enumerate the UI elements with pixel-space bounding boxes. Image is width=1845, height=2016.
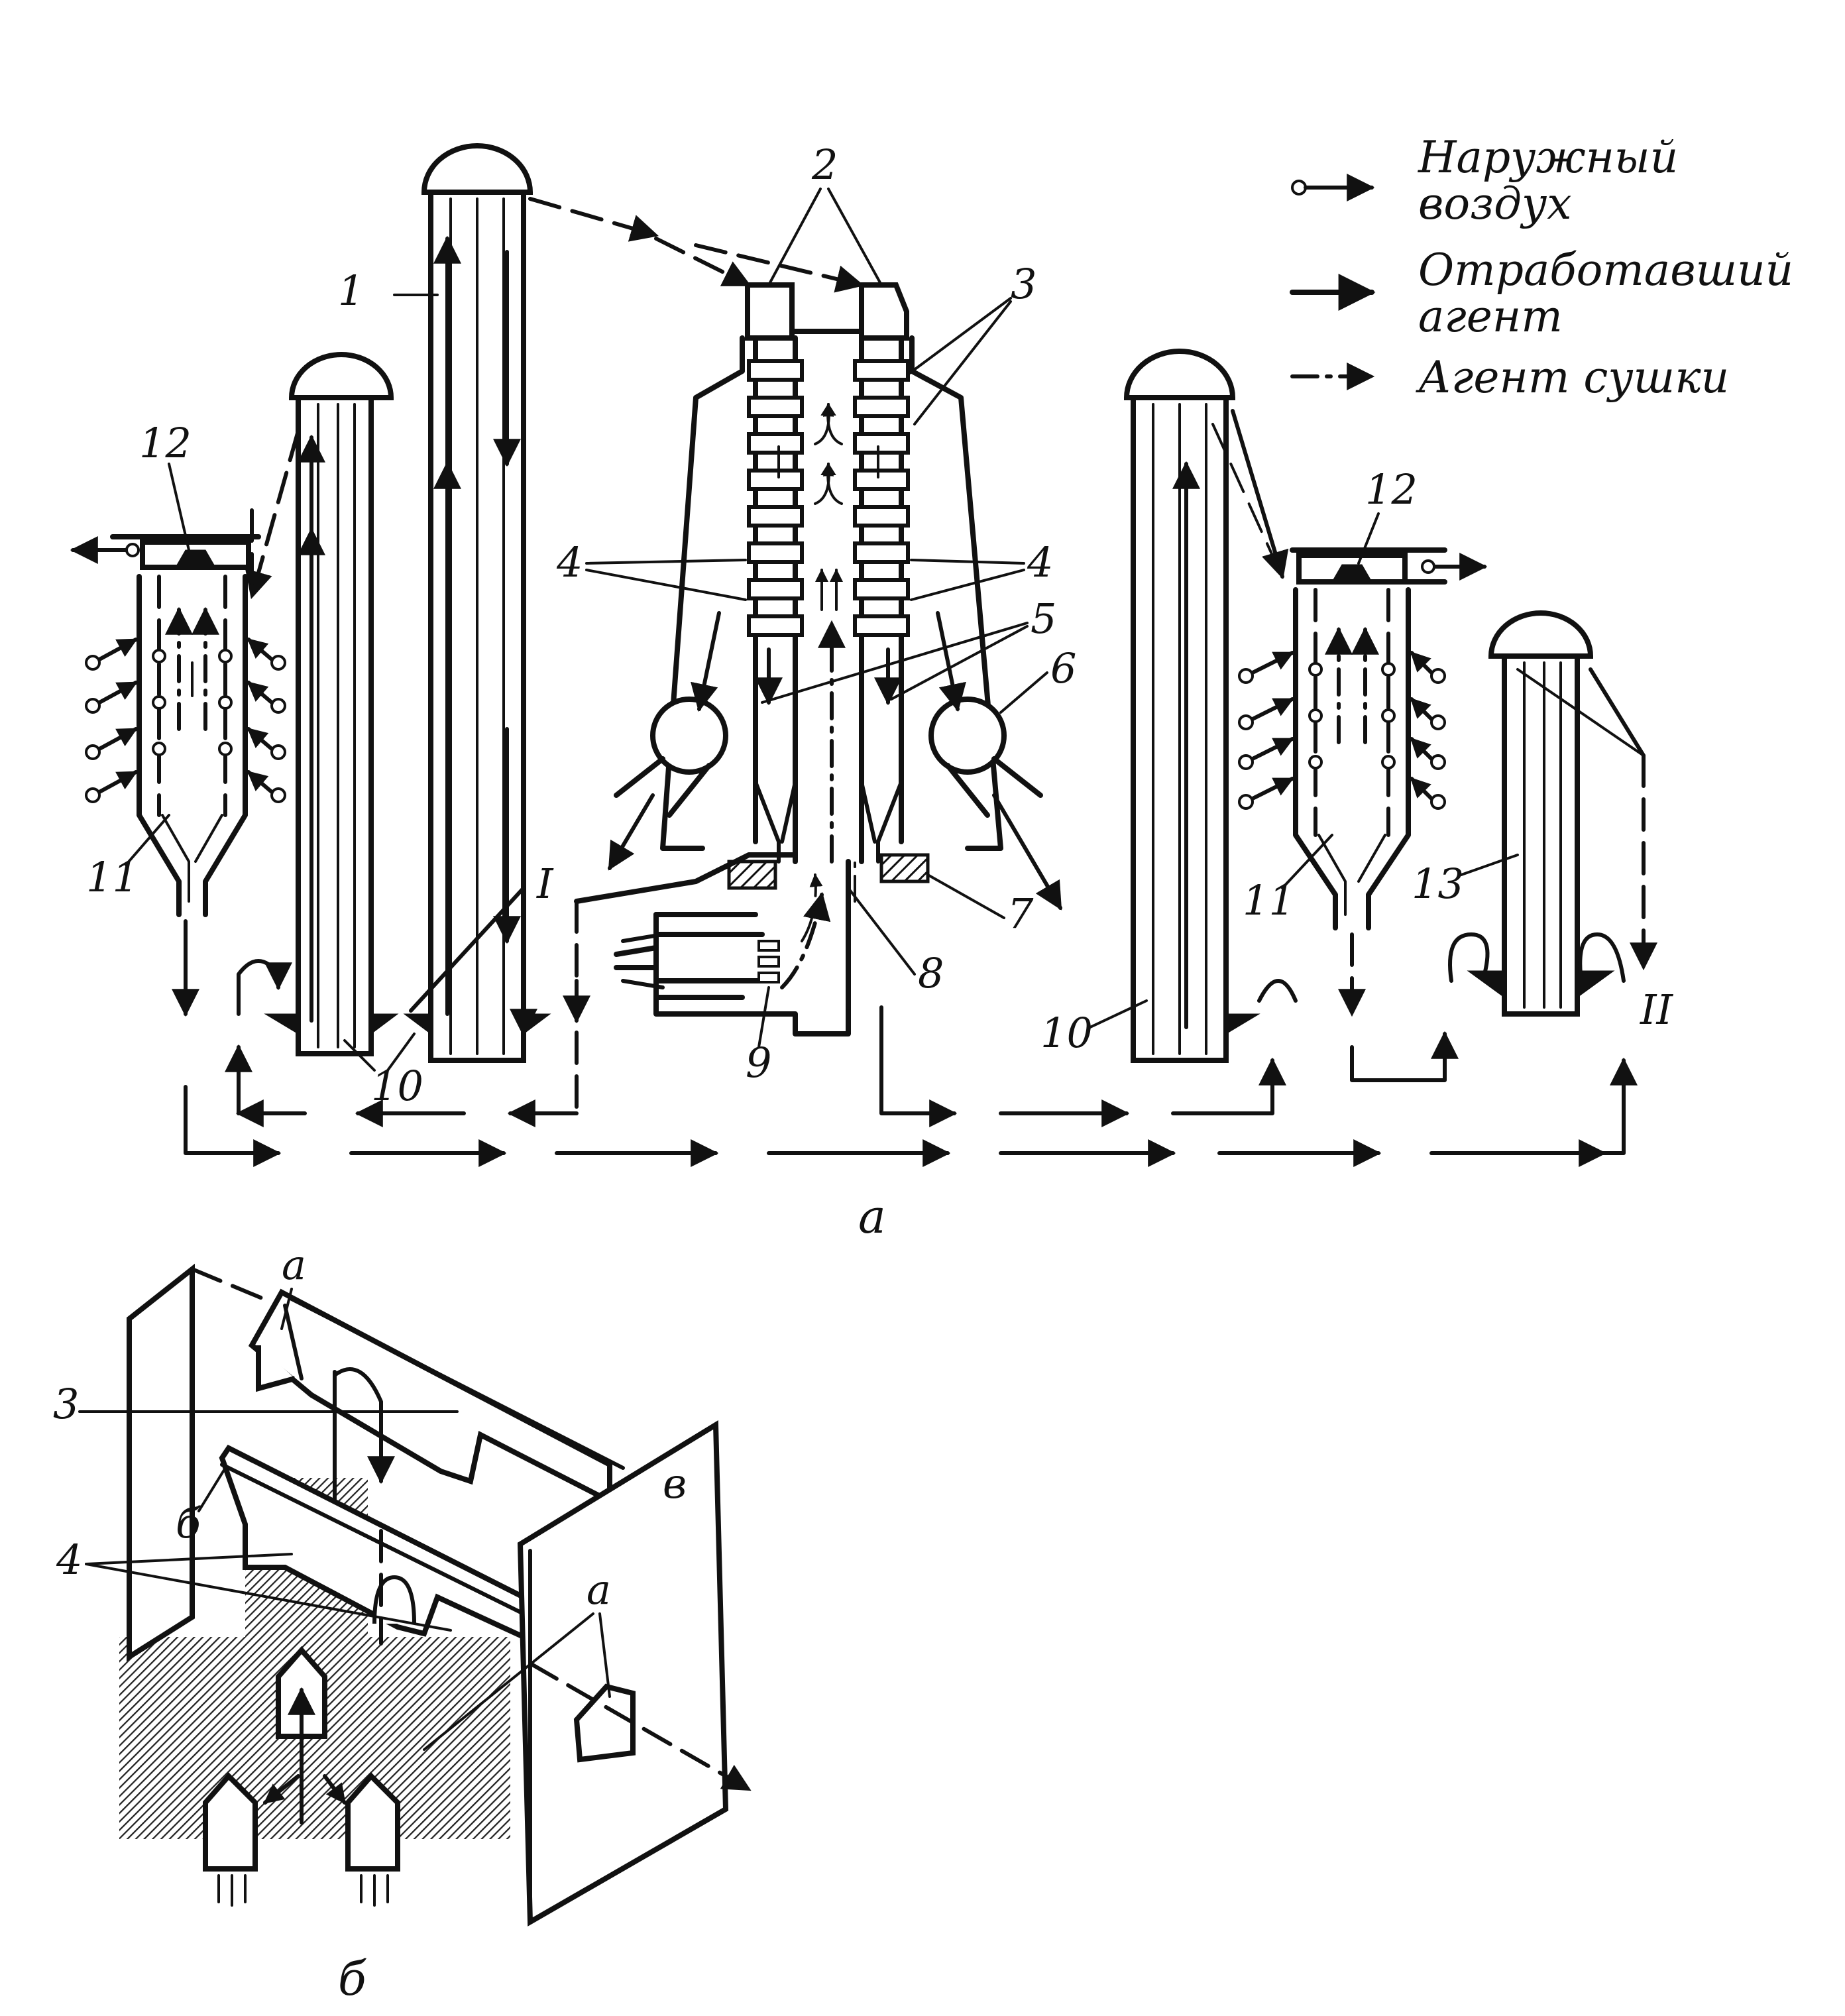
label-b-3: 3 [53,1380,79,1428]
caption-a: а [858,1190,886,1244]
label-8: 8 [918,949,944,997]
legend-outside-air: Наружный воздух [1291,132,1678,229]
left-cooler [70,429,300,1017]
label-4-left: 4 [556,538,583,587]
label-b-4: 4 [56,1536,82,1584]
label-3: 3 [1011,260,1036,308]
label-4-right: 4 [1027,538,1053,587]
label-roman-II: II [1640,985,1673,1034]
tall-noria [403,143,551,1063]
label-2: 2 [811,140,838,189]
legend-outside-air-line1: Наружный [1418,132,1678,183]
part-a-labels: 1 2 3 4 4 5 6 7 8 9 10 [86,140,1673,1244]
right-cooler [1231,409,1488,1017]
label-5: 5 [1031,594,1056,643]
label-7: 7 [1007,889,1034,938]
label-roman-I: I [536,860,554,908]
label-b-v: в [663,1459,687,1508]
legend-drying-agent-text: Агент сушки [1416,352,1729,403]
legend-spent-agent-line1: Отработавший [1418,245,1793,296]
label-b-a-right: а [587,1565,611,1614]
label-b-b: б [176,1499,201,1547]
label-10-left: 10 [371,1062,423,1110]
legend-spent-agent-line2: агент [1418,291,1563,342]
caption-b: б [338,1952,366,2006]
label-13: 13 [1412,860,1464,908]
bottom-conveyors [184,668,1645,1167]
label-12-right: 12 [1365,465,1418,514]
feed-line [528,197,1657,971]
left-noria [264,352,399,1056]
small-noria [1467,610,1615,1017]
legend-outside-air-line2: воздух [1418,178,1571,229]
legend-drying-agent: Агент сушки [1290,352,1729,403]
label-10-right: 10 [1040,1009,1093,1057]
part-a-scheme: 1 2 3 4 4 5 6 7 8 9 10 [70,140,1673,1244]
label-12-left: 12 [139,419,192,467]
right-noria [1123,349,1260,1063]
legend: Наружный воздух Отработавший агент Агент… [1290,132,1793,403]
dryer-column [574,282,1062,1036]
label-6: 6 [1050,644,1076,693]
label-b-a-top: а [282,1241,306,1289]
legend-spent-agent: Отработавший агент [1290,245,1793,342]
label-1: 1 [338,266,364,315]
part-b-detail: а 3 б в 4 а б [53,1241,752,2006]
